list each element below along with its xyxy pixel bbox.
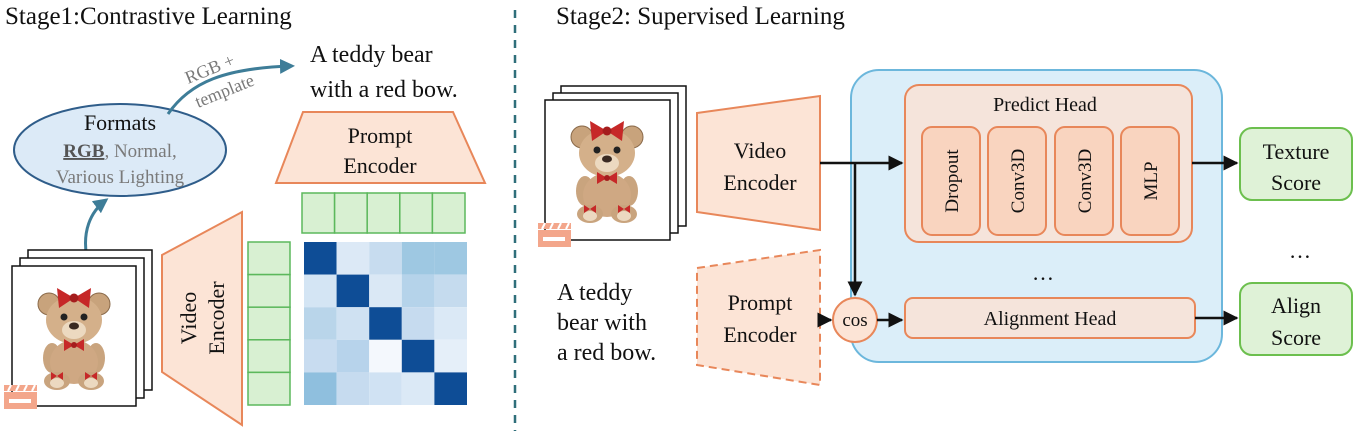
text-embedding-row [301,192,466,234]
stage1-video-encoder-line1: Video [176,292,201,344]
video-embedding-cell [247,371,291,406]
stage2-video-encoder-line2: Encoder [723,170,797,195]
stage2-caption-line2: bear with [557,310,647,336]
align-score-box: Align Score [1239,282,1353,356]
predict-head-title: Predict Head [993,94,1097,116]
texture-score-line2: Score [1271,170,1321,195]
similarity-cell-diagonal [401,339,435,373]
align-score-line2: Score [1271,325,1321,350]
clapperboard-icon [3,384,38,410]
video-embedding-cell [247,306,291,341]
stage1-prompt-encoder: Prompt Encoder [274,111,487,184]
formats-line1: RGB, Normal, [63,141,176,162]
stage1-video-frames [3,249,153,410]
flow-arrows [817,155,1239,328]
stage2-prompt-encoder: Prompt Encoder [696,248,821,387]
stage1-caption-line2: with a red bow. [310,77,458,103]
similarity-cell [401,242,435,275]
texture-score-line1: Texture [1263,139,1330,164]
predict-layer-conv3d-1: Conv3D [987,126,1047,236]
format-to-caption-arrow [166,58,295,115]
stage2-video-encoder: Video Encoder [696,94,821,232]
cos-label: cos [842,310,867,331]
similarity-cell [369,372,402,405]
similarity-cell [336,339,370,373]
predict-layer-label: Conv3D [1008,149,1029,213]
similarity-cell [369,339,402,373]
texture-score-box: Texture Score [1239,127,1353,201]
video-embedding-cell [247,339,291,374]
similarity-matrix [304,242,467,405]
similarity-cell [336,242,370,275]
similarity-cell [401,274,435,308]
stage1-caption-line1: A teddy bear [310,42,433,68]
predict-layer-label: Conv3D [1075,149,1096,213]
stage1-video-encoder-line2: Encoder [204,281,229,355]
stage2-title: Stage2: Supervised Learning [556,3,845,30]
formats-title: Formats [84,110,156,135]
stage2-caption-line3: a red bow. [557,340,656,366]
text-embedding-cell [399,192,434,234]
video-embedding-column [247,241,291,406]
outputs-ellipsis: … [1289,238,1311,263]
predict-layer-label: Dropout [942,149,963,213]
video-embedding-cell [247,241,291,276]
stage1-title: Stage1:Contrastive Learning [5,3,292,30]
similarity-cell [304,307,337,340]
align-score-line1: Align [1271,293,1321,318]
alignment-head-label: Alignment Head [984,308,1117,330]
predict-layer-dropout: Dropout [921,126,981,236]
similarity-cell [304,372,337,405]
predict-head: Predict Head Dropout Conv3D Conv3D MLP [904,84,1193,243]
stage2-video-frames [537,85,687,248]
similarity-cell [369,274,402,308]
similarity-cell [434,339,467,373]
predict-layer-mlp: MLP [1120,126,1180,236]
text-embedding-cell [431,192,466,234]
similarity-cell [401,372,435,405]
clapperboard-icon [537,222,572,248]
cosine-node: cos [832,297,878,343]
similarity-cell [369,242,402,275]
similarity-cell [336,307,370,340]
stage1-prompt-encoder-line2: Encoder [343,153,417,178]
similarity-cell [304,339,337,373]
stage1-video-encoder: Video Encoder [161,210,243,427]
predict-layer-conv3d-2: Conv3D [1054,126,1114,236]
predict-layer-label: MLP [1141,161,1162,200]
formats-line2: Various Lighting [56,167,185,188]
similarity-cell [434,307,467,340]
stage1-prompt-encoder-line1: Prompt [348,123,413,148]
text-embedding-cell [333,192,368,234]
similarity-cell [304,274,337,308]
text-embedding-cell [366,192,401,234]
similarity-cell [401,307,435,340]
similarity-cell [434,242,467,275]
similarity-cell-diagonal [434,372,467,405]
video-embedding-cell [247,273,291,308]
similarity-cell-diagonal [369,307,402,340]
formats-line1-rest: , Normal, [104,141,176,162]
formats-bubble: Formats RGB, Normal, Various Lighting [13,103,227,197]
stage2-video-encoder-line1: Video [734,138,786,163]
similarity-cell [336,372,370,405]
alignment-head: Alignment Head [904,297,1196,339]
similarity-cell [434,274,467,308]
stage2-prompt-encoder-line1: Prompt [728,290,793,315]
stage2-prompt-encoder-line2: Encoder [723,322,797,347]
similarity-cell-diagonal [336,274,370,308]
stage2-caption-line1: A teddy [557,280,632,306]
similarity-cell-diagonal [304,242,337,275]
heads-ellipsis: … [1032,260,1054,285]
text-embedding-cell [301,192,336,234]
formats-rgb: RGB [63,141,105,162]
